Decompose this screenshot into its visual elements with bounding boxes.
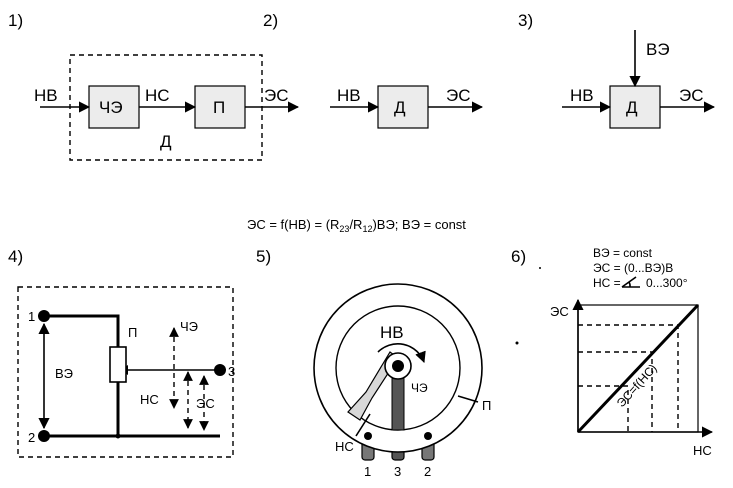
panel-2: 2) НВ Д ЭС xyxy=(263,11,484,129)
shaft-center xyxy=(392,360,404,372)
pot-label: П xyxy=(128,325,137,340)
sensor-block xyxy=(88,85,140,129)
rotation-arrow xyxy=(377,343,426,364)
terminal-1-label: 1 xyxy=(28,309,35,324)
contact-2 xyxy=(424,432,432,440)
terminal-1 xyxy=(38,310,50,322)
pot-label: П xyxy=(482,398,491,413)
es-label: ЭС xyxy=(196,396,215,411)
converter-label: П xyxy=(213,98,225,117)
panel-5-number: 5) xyxy=(256,247,271,266)
converter-block xyxy=(194,85,246,129)
output-label: ЭС xyxy=(679,86,704,105)
circuit-boundary xyxy=(17,286,234,458)
nc-label: НС xyxy=(140,392,159,407)
panel-1-number: 1) xyxy=(8,11,23,30)
junction-dot xyxy=(115,433,121,439)
panel-4-number: 4) xyxy=(8,247,23,266)
nc-label: НС xyxy=(335,439,354,454)
terminal-2-label: 2 xyxy=(28,430,35,445)
output-label: ЭС xyxy=(446,86,471,105)
condition-1: ВЭ = const xyxy=(593,246,653,260)
device-label: Д xyxy=(626,98,638,117)
output-label: ЭС xyxy=(264,86,289,105)
terminal-3-label: 3 xyxy=(228,364,235,379)
sensor-label: ЧЭ xyxy=(411,381,428,395)
pin-3-label: 3 xyxy=(394,464,401,479)
device-block xyxy=(377,85,429,129)
pin-1-label: 1 xyxy=(364,464,371,479)
input-label: НВ xyxy=(570,86,594,105)
nv-label: НВ xyxy=(380,323,404,342)
formula: ЭС = f(НВ) = (R23/R12)ВЭ; ВЭ = const xyxy=(247,217,466,234)
condition-3-suffix: 0...300° xyxy=(646,276,688,290)
sensor-label: ЧЭ xyxy=(180,319,198,334)
device-label: Д xyxy=(160,132,172,151)
terminal-3 xyxy=(214,364,226,376)
mid-label: НС xyxy=(145,86,170,105)
panel-1: 1) НВ ЧЭ НС П ЭС Д xyxy=(8,11,300,161)
top-label: ВЭ xyxy=(646,40,670,59)
panel-3-number: 3) xyxy=(518,11,533,30)
top-wire xyxy=(44,314,120,347)
guide-3 xyxy=(578,385,629,432)
panel-4: 4) 1 2 3 П ЧЭ ВЭ НС ЭС xyxy=(8,247,235,458)
speck xyxy=(515,341,519,345)
terminal-2 xyxy=(38,430,50,442)
panel-3: 3) ВЭ НВ Д ЭС xyxy=(518,11,716,129)
potentiometer-resistor xyxy=(109,346,127,383)
y-axis-label: ЭС xyxy=(550,304,569,319)
device-label: Д xyxy=(394,98,406,117)
characteristic-line xyxy=(576,303,700,434)
input-label: НВ xyxy=(34,86,58,105)
panel-6: 6) ВЭ = const ЭС = (0...ВЭ)В НС = 0...30… xyxy=(511,246,714,458)
sensor-label: ЧЭ xyxy=(99,98,123,117)
contact-1 xyxy=(364,432,372,440)
condition-3-prefix: НС = xyxy=(593,276,621,290)
angle-icon xyxy=(621,276,640,288)
pin-2-label: 2 xyxy=(424,464,431,479)
panel-6-number: 6) xyxy=(511,247,526,266)
input-label: НВ xyxy=(337,86,361,105)
x-axis-label: НС xyxy=(693,443,712,458)
pot-leader xyxy=(457,395,479,403)
condition-2: ЭС = (0...ВЭ)В xyxy=(593,261,673,275)
ve-label: ВЭ xyxy=(55,366,73,381)
panel-2-number: 2) xyxy=(263,11,278,30)
nc-leader xyxy=(355,413,371,437)
panel-5: 5) НВ ЧЭ П НС 1 3 2 xyxy=(256,247,491,479)
speck xyxy=(539,267,541,269)
